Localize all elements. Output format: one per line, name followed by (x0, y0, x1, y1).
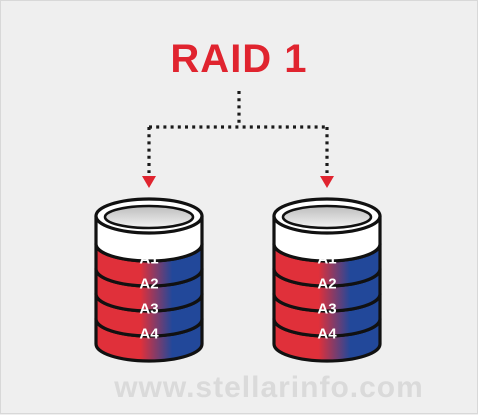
block-label: A4 (139, 326, 159, 343)
block-label: A3 (317, 301, 336, 318)
watermark-text: www.stellarinfo.com (113, 371, 424, 404)
arrow-left-icon (142, 176, 156, 188)
block-label: A1 (139, 251, 158, 268)
disk-top-inner (103, 204, 195, 230)
mirror-connector (142, 91, 334, 188)
block-label: A2 (139, 276, 158, 293)
block-label: A2 (317, 276, 336, 293)
block-label: A1 (317, 251, 336, 268)
dotted-line (147, 91, 329, 173)
block-label: A4 (317, 326, 337, 343)
block-label: A3 (139, 301, 158, 318)
page-title: RAID 1 (170, 37, 307, 81)
disk-top-inner (281, 204, 373, 230)
arrow-right-icon (320, 176, 334, 188)
